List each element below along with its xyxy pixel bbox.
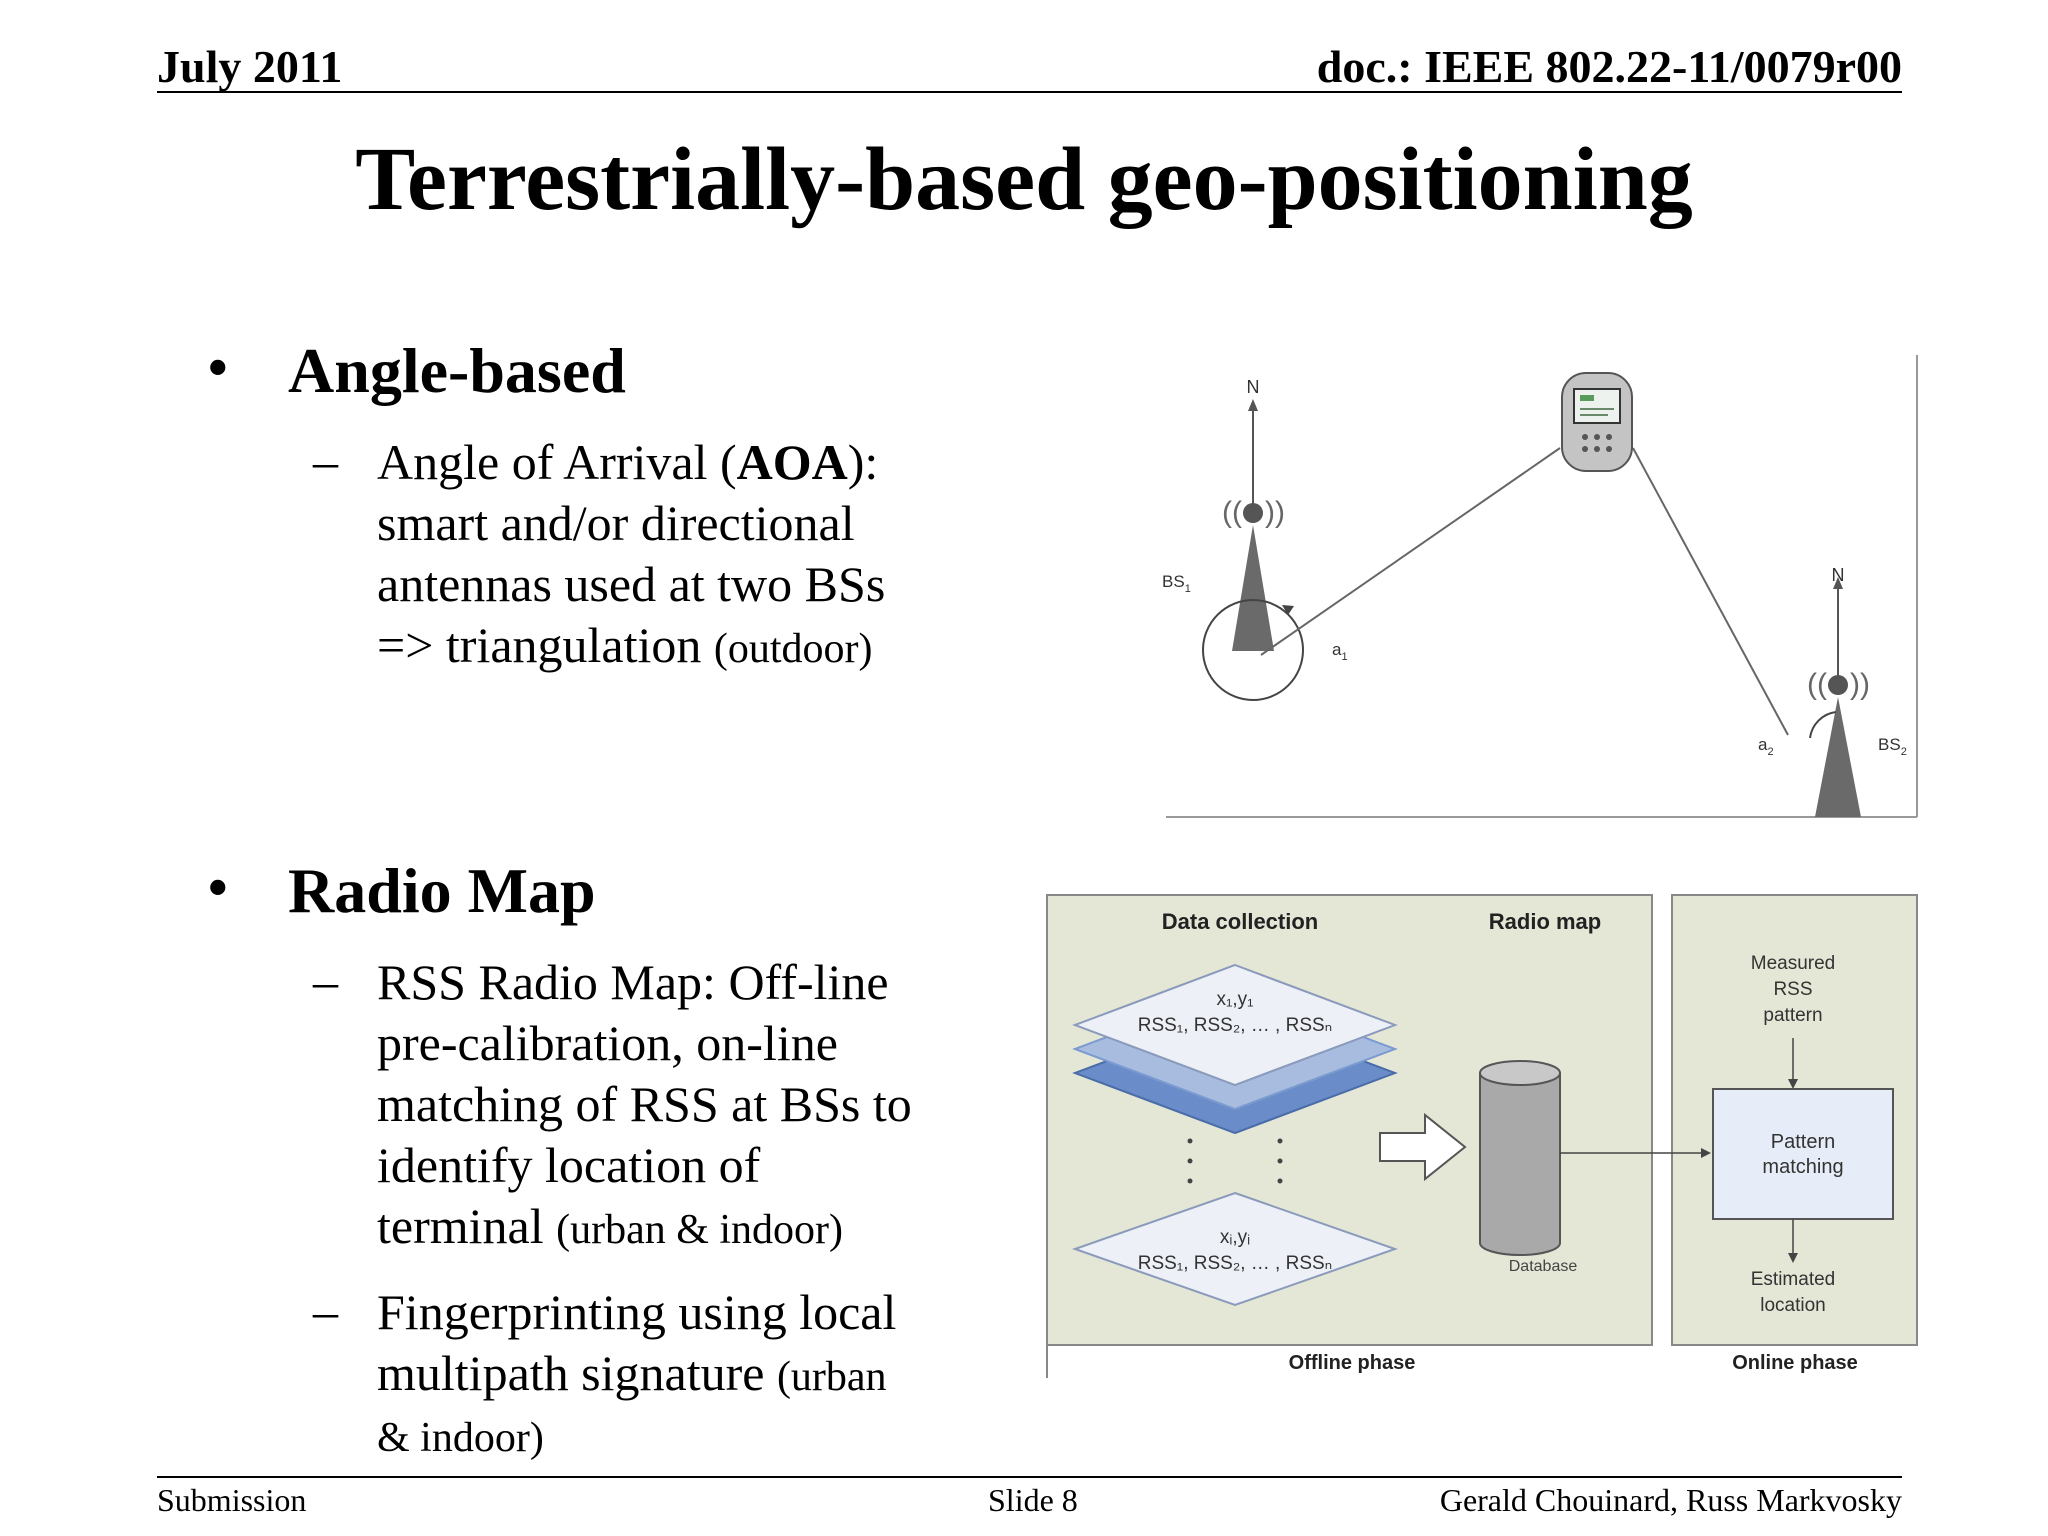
rss-qualifier: (urban & indoor): [556, 1207, 844, 1253]
antenna-head-icon: [1828, 675, 1848, 695]
sub-bullet-rss-radio-map: RSS Radio Map: Off-line pre-calibration,…: [377, 952, 912, 1261]
fp-line-3: & indoor): [377, 1415, 544, 1461]
rss-line-5: terminal (urban & indoor): [377, 1198, 844, 1254]
slide-title: Terrestrially-based geo-positioning: [355, 130, 1693, 229]
offline-phase-label: Offline phase: [1289, 1352, 1416, 1374]
layer-top-coordinates: x₁,y₁: [1216, 989, 1253, 1010]
fp-line-1: Fingerprinting using local: [377, 1284, 897, 1340]
database-cylinder-icon: [1479, 1060, 1561, 1256]
bs2-label: BS2: [1878, 735, 1907, 758]
header-date: July 2011: [157, 41, 343, 92]
bearing-line-bs1: [1260, 447, 1561, 656]
radio-map-label: Radio map: [1489, 909, 1601, 934]
measured-arrow-head-icon: [1788, 1079, 1798, 1089]
sub-bullet-fingerprinting: Fingerprinting using local multipath sig…: [377, 1282, 896, 1469]
measured-line-1: Measured: [1751, 953, 1836, 974]
angle-arrow-head-icon: [1282, 605, 1294, 615]
base-station-2: N (( )) a2 BS2: [1758, 565, 1907, 817]
database-label: Database: [1509, 1258, 1578, 1275]
north-label: N: [1832, 565, 1845, 585]
pattern-line-2: matching: [1762, 1156, 1843, 1178]
aoa-line-1: Angle of Arrival (AOA):: [377, 434, 879, 490]
north-arrow-head-icon: [1248, 399, 1258, 411]
radio-map-diagram: Data collection Radio map x₁,y₁ RSS₁, RS…: [1046, 894, 1918, 1378]
aoa-line-4: => triangulation (outdoor): [377, 617, 873, 673]
right-arrow-icon: [1379, 1112, 1467, 1182]
angle-arc: [1809, 711, 1837, 739]
aoa-line-3: antennas used at two BSs: [377, 556, 886, 612]
rss-layer-bottom: [1071, 1191, 1399, 1307]
signal-waves-right-icon: )): [1265, 496, 1285, 529]
online-phase-label: Online phase: [1732, 1352, 1858, 1374]
antenna-tower-icon: [1232, 525, 1274, 651]
mobile-phone-icon: [1561, 372, 1633, 472]
offline-phase-panel: [1046, 894, 1653, 1346]
sub-bullet-dash: –: [313, 953, 338, 1009]
signal-waves-left-icon: ((: [1222, 496, 1242, 529]
pattern-matching-box: [1712, 1088, 1894, 1220]
signal-waves-right-icon: )): [1850, 668, 1870, 701]
ellipsis-dots: [1187, 1138, 1283, 1184]
sub-bullet-aoa: Angle of Arrival (AOA): smart and/or dir…: [377, 432, 885, 680]
estimated-arrow-head-icon: [1788, 1253, 1798, 1263]
fp-qualifier: (urban: [776, 1354, 887, 1400]
bs1-label: BS1: [1162, 572, 1191, 595]
bullet-angle-based: Angle-based: [288, 335, 626, 406]
bullet-marker: •: [208, 857, 228, 919]
fp-line-2: multipath signature (urban: [377, 1345, 887, 1401]
estimated-line-1: Estimated: [1751, 1269, 1835, 1290]
connector-arrow-head-icon: [1701, 1148, 1711, 1158]
layer-bottom-rss: RSS₁, RSS₂, … , RSSₙ: [1138, 1253, 1333, 1274]
layer-top-rss: RSS₁, RSS₂, … , RSSₙ: [1138, 1015, 1333, 1036]
data-collection-label: Data collection: [1162, 909, 1318, 934]
rss-layer-top: [1072, 963, 1398, 1087]
aoa-line-2: smart and/or directional: [377, 495, 855, 551]
aoa-qualifier: (outdoor): [713, 626, 873, 672]
rotation-circle: [1202, 599, 1304, 701]
angle-a1-label: a1: [1332, 640, 1348, 663]
bullet-radio-map: Radio Map: [288, 855, 596, 926]
north-label: N: [1247, 377, 1260, 397]
estimated-line-2: location: [1760, 1295, 1826, 1316]
layer-bottom-coordinates: xᵢ,yᵢ: [1220, 1227, 1250, 1248]
footer-divider: [157, 1476, 1902, 1478]
base-station-1: N (( )) BS1 a1: [1162, 377, 1348, 701]
pattern-line-1: Pattern: [1771, 1131, 1835, 1153]
bearing-line-bs2: [1632, 447, 1789, 736]
angle-a2-label: a2: [1758, 735, 1774, 758]
rss-line-3: matching of RSS at BSs to: [377, 1076, 912, 1132]
antenna-head-icon: [1243, 503, 1263, 523]
rss-layer-stack: x₁,y₁ RSS₁, RSS₂, … , RSSₙ: [1072, 963, 1398, 1135]
antenna-tower-icon: [1815, 697, 1861, 817]
measured-line-3: pattern: [1763, 1005, 1822, 1026]
header-divider: [157, 91, 1902, 93]
aoa-triangulation-diagram: N (( )) BS1 a1 N (( )) a2 BS2: [1162, 355, 1918, 818]
rss-line-4: identify location of: [377, 1137, 761, 1193]
measured-line-2: RSS: [1773, 979, 1812, 1000]
aoa-acronym: AOA: [736, 434, 848, 490]
rss-line-1: RSS Radio Map: Off-line: [377, 954, 889, 1010]
sub-bullet-dash: –: [313, 433, 338, 489]
sub-bullet-dash: –: [313, 1283, 338, 1339]
header-doc-number: doc.: IEEE 802.22-11/0079r00: [1316, 41, 1902, 92]
rss-line-2: pre-calibration, on-line: [377, 1015, 838, 1071]
footer-submission: Submission: [157, 1482, 307, 1518]
bullet-marker: •: [208, 337, 228, 399]
footer-slide-number: Slide 8: [988, 1482, 1078, 1518]
north-arrow-head-icon: [1833, 577, 1843, 589]
signal-waves-left-icon: ((: [1807, 668, 1827, 701]
footer-authors: Gerald Chouinard, Russ Markvosky: [1439, 1482, 1902, 1518]
